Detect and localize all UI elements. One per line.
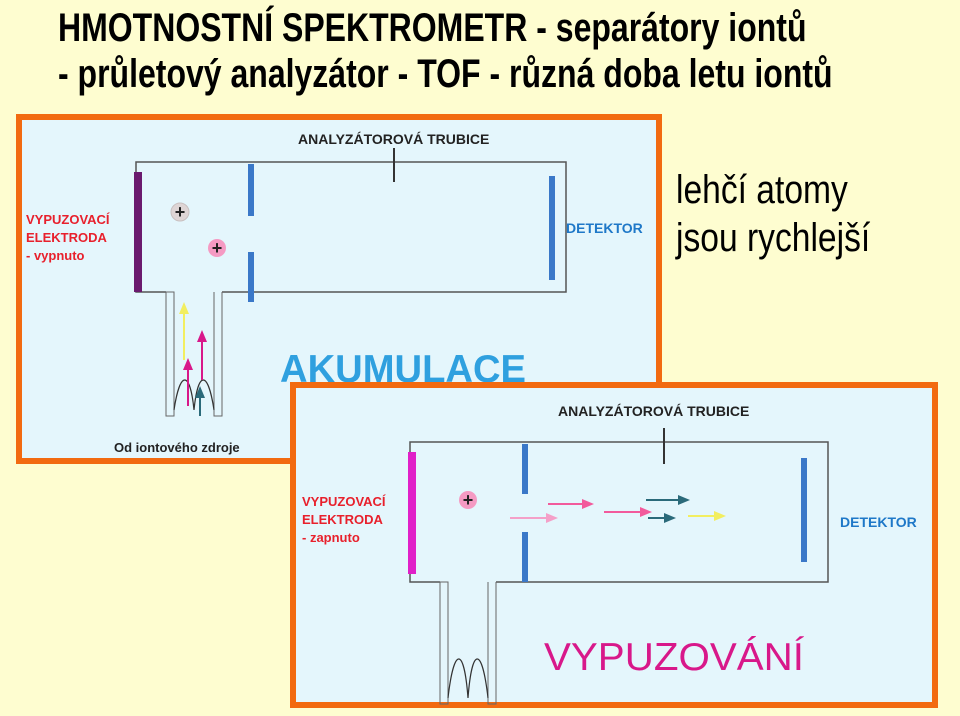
- ion-1: [170, 202, 190, 222]
- ejection-panel: + ANALYZÁTOROVÁ TRUBICE VYPUZOVACÍ ELEKT…: [290, 382, 938, 708]
- ion-2: [208, 239, 226, 257]
- electrode-label-2: ELEKTRODA: [302, 512, 384, 527]
- analyzer-tube-outline: [409, 441, 829, 583]
- source-label: Od iontového zdroje: [114, 440, 240, 455]
- note-line-1: lehčí atomy: [676, 168, 848, 212]
- source-inlet-left-wall: [165, 291, 175, 417]
- tube-label: ANALYZÁTOROVÁ TRUBICE: [558, 403, 749, 419]
- source-inlet-right-wall: [487, 582, 497, 705]
- source-inlet-left-wall: [439, 581, 449, 705]
- grid-plate-lower: [248, 252, 254, 302]
- ejection-diagram: + ANALYZÁTOROVÁ TRUBICE VYPUZOVACÍ ELEKT…: [302, 403, 917, 705]
- detector-label: DETEKTOR: [566, 220, 643, 236]
- electrode-state-label: - vypnuto: [26, 248, 85, 263]
- page-title-line-2: - průletový analyzátor - TOF - různá dob…: [58, 52, 833, 96]
- grid-plate-upper: [522, 444, 528, 494]
- phase-label-ejection: VYPUZOVÁNÍ: [544, 636, 804, 679]
- ion-arrows-right: [510, 495, 726, 523]
- ion-1: [459, 491, 477, 509]
- source-inlet-right-wall: [213, 292, 223, 417]
- ejection-electrode: [134, 172, 142, 292]
- grid-plate-upper: [248, 164, 254, 216]
- electrode-state-label: - zapnuto: [302, 530, 360, 545]
- page-title-line-1: HMOTNOSTNÍ SPEKTROMETR - separátory iont…: [58, 6, 807, 50]
- ion-2-sign: +: [212, 238, 223, 258]
- source-nozzle: [173, 379, 215, 411]
- ejection-electrode: [408, 452, 416, 574]
- accumulation-diagram: + + ANALYZÁTOROVÁ TRUBICE VYPUZOVACÍ ELE…: [26, 131, 643, 455]
- ion-1-sign: +: [463, 490, 474, 510]
- analyzer-tube-outline: [135, 161, 567, 293]
- electrode-label-2: ELEKTRODA: [26, 230, 108, 245]
- source-nozzle: [447, 658, 489, 699]
- electrode-label-1: VYPUZOVACÍ: [26, 212, 110, 227]
- ion-1-sign: +: [175, 202, 186, 222]
- tube-label: ANALYZÁTOROVÁ TRUBICE: [298, 131, 489, 147]
- note-line-2: jsou rychlejší: [676, 216, 871, 260]
- detector-plate: [801, 458, 807, 562]
- ion-arrows-up: [179, 302, 207, 416]
- grid-plate-lower: [522, 532, 528, 582]
- detector-label: DETEKTOR: [840, 514, 917, 530]
- detector-plate: [549, 176, 555, 280]
- electrode-label-1: VYPUZOVACÍ: [302, 494, 386, 509]
